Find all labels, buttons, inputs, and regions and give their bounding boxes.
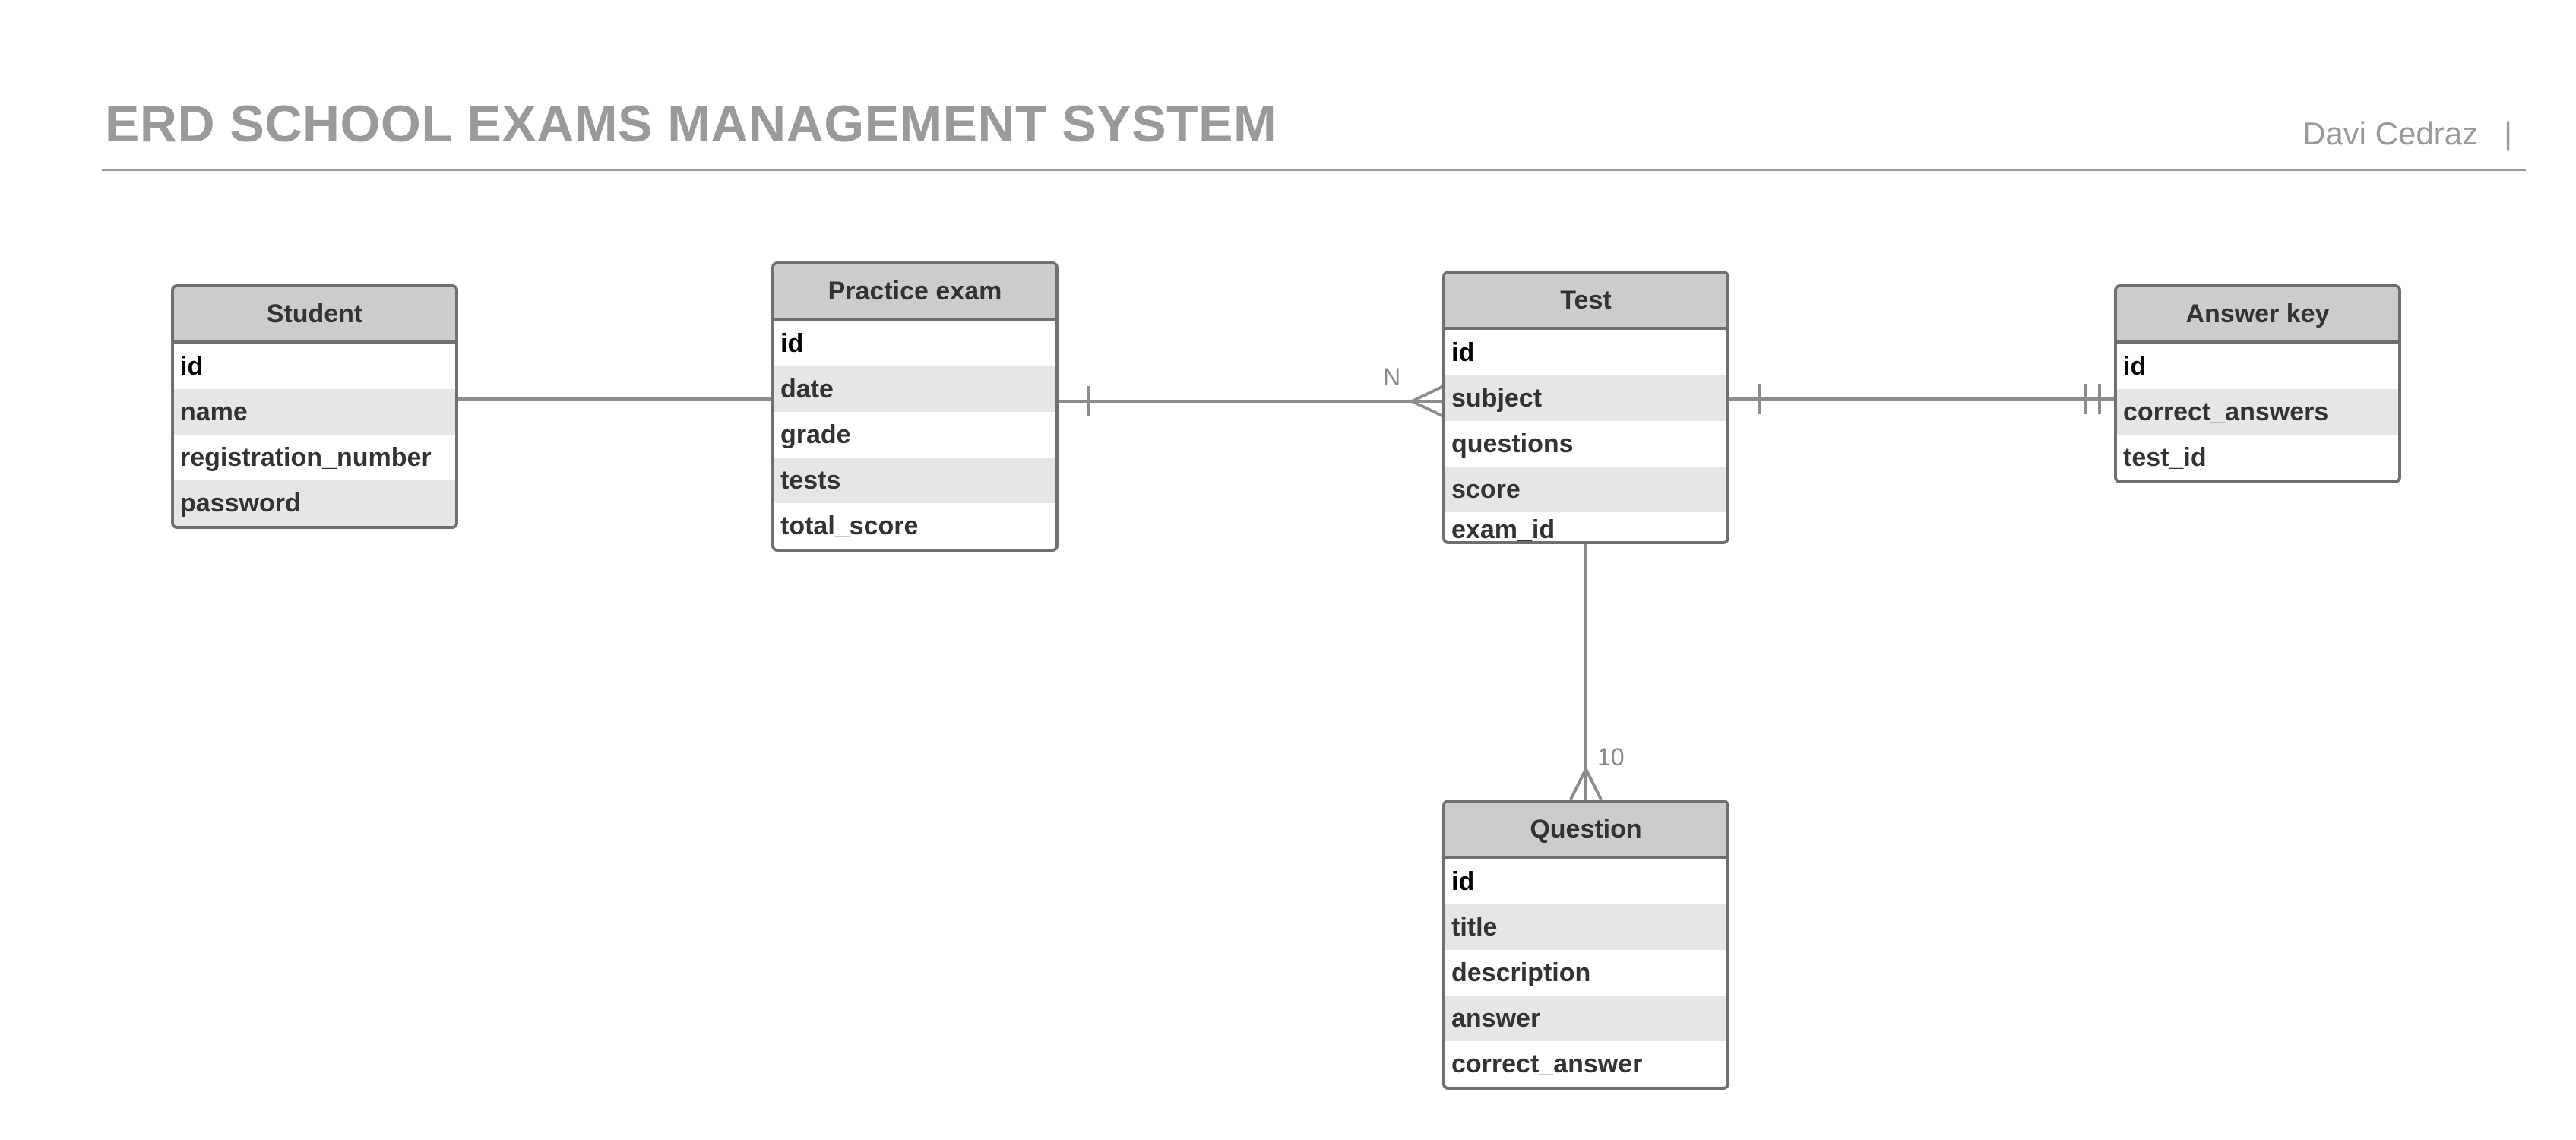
header-divider <box>102 169 2526 171</box>
field-score: score <box>1445 467 1726 512</box>
field-exam-id: exam_id <box>1451 515 1555 544</box>
crowfoot-marker-bottom <box>1411 400 1445 418</box>
entity-header: Question <box>1445 803 1726 859</box>
field-id: id <box>180 351 204 381</box>
author-label: Davi Cedraz | <box>2302 116 2512 152</box>
field-password: password <box>174 480 455 526</box>
field-title: title <box>1445 904 1726 950</box>
field-correct-answer: correct_answer <box>1451 1049 1643 1078</box>
field-registration-number: registration_number <box>180 442 432 472</box>
connector-practice-exam-test[interactable] <box>1057 385 1445 418</box>
author-name: Davi Cedraz <box>2302 116 2479 151</box>
entity-header: Practice exam <box>774 264 1055 321</box>
entity-test[interactable]: Test id subject questions score exam_id <box>1442 271 1729 544</box>
crowfoot-marker-right <box>1584 768 1603 800</box>
cardinality-label-10: 10 <box>1597 743 1625 771</box>
entity-student[interactable]: Student id name registration_number pass… <box>171 284 458 529</box>
field-correct-answers: correct_answers <box>2117 389 2398 435</box>
field-total-score: total_score <box>780 511 919 540</box>
field-id: id <box>2123 351 2147 381</box>
field-id: id <box>1451 866 1475 896</box>
entity-header: Answer key <box>2117 287 2398 344</box>
field-tests: tests <box>774 458 1055 503</box>
entity-header: Test <box>1445 274 1726 330</box>
field-subject: subject <box>1445 375 1726 421</box>
field-id: id <box>780 328 804 358</box>
entity-practice-exam[interactable]: Practice exam id date grade tests total_… <box>771 261 1059 552</box>
entity-question[interactable]: Question id title description answer cor… <box>1442 800 1729 1090</box>
author-separator: | <box>2504 116 2512 151</box>
field-name: name <box>174 389 455 435</box>
field-questions: questions <box>1451 429 1574 458</box>
field-description: description <box>1451 958 1591 987</box>
entity-answer-key[interactable]: Answer key id correct_answers test_id <box>2114 284 2401 483</box>
field-id: id <box>1451 337 1475 367</box>
field-test-id: test_id <box>2123 442 2207 472</box>
crowfoot-marker-top <box>1411 385 1445 403</box>
entity-header: Student <box>174 287 455 344</box>
cardinality-label-n: N <box>1383 363 1401 391</box>
crowfoot-marker-left <box>1569 768 1587 800</box>
connector-test-answer-key[interactable] <box>1729 384 2114 414</box>
field-answer: answer <box>1445 996 1726 1041</box>
field-grade: grade <box>780 420 851 449</box>
field-date: date <box>774 366 1055 412</box>
page-title: ERD SCHOOL EXAMS MANAGEMENT SYSTEM <box>105 95 1277 153</box>
connector-test-question[interactable] <box>1569 541 1603 800</box>
